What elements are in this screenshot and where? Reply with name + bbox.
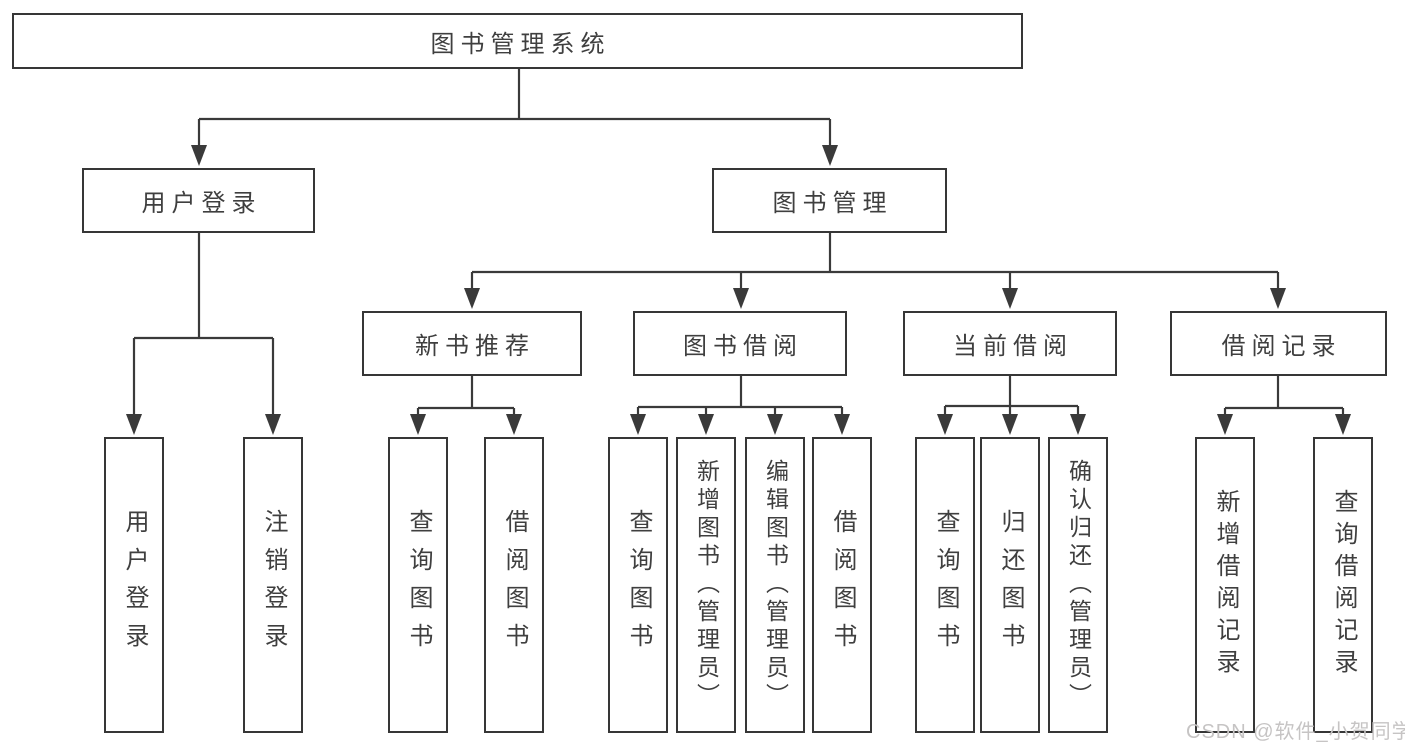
leaf-borrow-edit-books-admin: 编辑图书（管理员）: [745, 437, 805, 733]
leaf-borrow-add-books-admin: 新增图书（管理员）: [676, 437, 736, 733]
leaf-records-add-record: 新增借阅记录: [1195, 437, 1255, 733]
arrowheads: [126, 145, 1351, 435]
node-root-label: 图书管理系统: [430, 30, 611, 58]
watermark: CSDN @软件_小贺同学: [1186, 721, 1405, 743]
leaf-current-query-books-label: 查询图书: [932, 509, 959, 661]
node-new-book-recommend: 新书推荐: [362, 311, 582, 376]
leaf-records-query-record: 查询借阅记录: [1313, 437, 1373, 733]
leaf-current-confirm-return-admin-label: 确认归还（管理员）: [1065, 459, 1092, 711]
node-root: 图书管理系统: [12, 13, 1023, 69]
node-book-borrow-label: 图书借阅: [683, 333, 803, 360]
node-user-login: 用户登录: [82, 168, 315, 233]
node-book-management: 图书管理: [712, 168, 947, 233]
leaf-current-return-books: 归还图书: [980, 437, 1040, 733]
node-new-book-recommend-label: 新书推荐: [415, 333, 535, 360]
leaf-current-return-books-label: 归还图书: [997, 509, 1024, 661]
node-book-management-label: 图书管理: [772, 190, 893, 217]
node-borrow-records-label: 借阅记录: [1221, 333, 1342, 360]
leaf-records-add-record-label: 新增借阅记录: [1212, 489, 1239, 681]
node-book-borrow: 图书借阅: [633, 311, 847, 376]
leaf-newbook-query-books: 查询图书: [388, 437, 448, 733]
node-borrow-records: 借阅记录: [1170, 311, 1387, 376]
leaf-borrow-borrow-books: 借阅图书: [812, 437, 872, 733]
leaf-current-query-books: 查询图书: [915, 437, 975, 733]
leaf-borrow-query-books: 查询图书: [608, 437, 668, 733]
node-user-login-label: 用户登录: [141, 190, 262, 217]
node-current-borrow-label: 当前借阅: [953, 333, 1073, 360]
leaf-logout-label: 注销登录: [260, 509, 287, 661]
leaf-borrow-borrow-books-label: 借阅图书: [829, 509, 856, 661]
node-current-borrow: 当前借阅: [903, 311, 1117, 376]
leaf-user-login-label: 用户登录: [121, 509, 148, 661]
leaf-newbook-borrow-books: 借阅图书: [484, 437, 544, 733]
leaf-borrow-query-books-label: 查询图书: [625, 509, 652, 661]
leaf-records-query-record-label: 查询借阅记录: [1330, 489, 1357, 681]
leaf-newbook-borrow-books-label: 借阅图书: [501, 509, 528, 661]
leaf-current-confirm-return-admin: 确认归还（管理员）: [1048, 437, 1108, 733]
leaf-borrow-add-books-admin-label: 新增图书（管理员）: [693, 459, 720, 711]
leaf-logout: 注销登录: [243, 437, 303, 733]
leaf-user-login: 用户登录: [104, 437, 164, 733]
leaf-borrow-edit-books-admin-label: 编辑图书（管理员）: [762, 459, 789, 711]
leaf-newbook-query-books-label: 查询图书: [405, 509, 432, 661]
